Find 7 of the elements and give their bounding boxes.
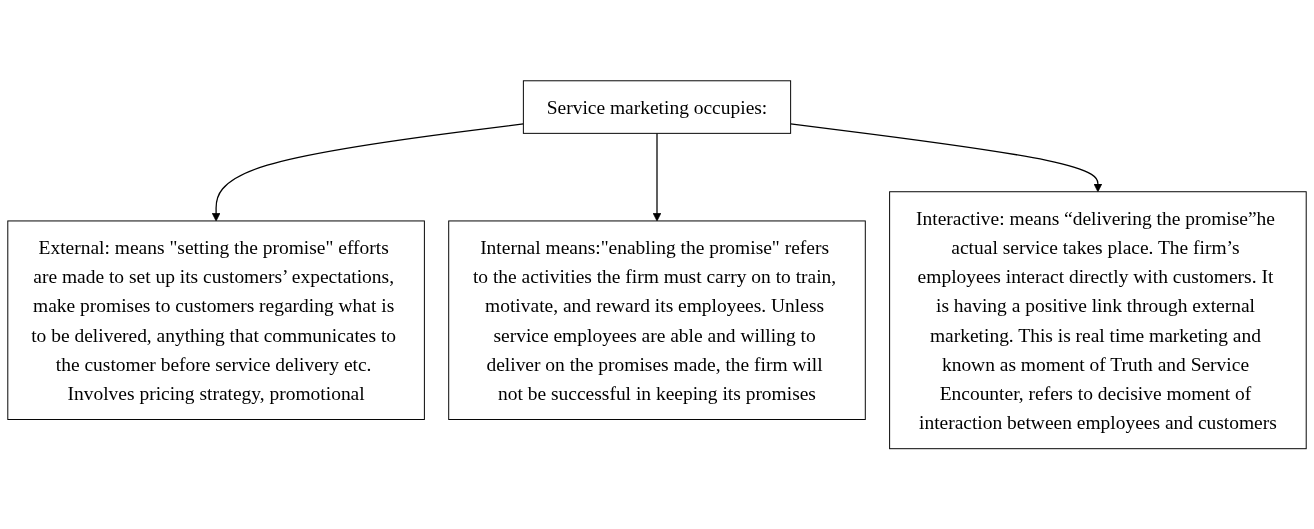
node-box: Interactive: means “delivering the promise”he actual service takes place. The firm’s employees interact directly with customers. It is having a positive link through external marketing. This is real time marketing and known as moment of Truth and Service Encounter, refers to decisive moment of interaction between employees and customers (889, 191, 1307, 449)
node-box: Service marketing occupies: (522, 80, 792, 134)
arrow (211, 123, 524, 222)
arrow (790, 123, 1103, 192)
arrow (652, 132, 662, 222)
node-box: Internal means:"enabling the promise" refers to the activities the firm must carry on to train, motivate, and reward its employees. Unless service employees are able and willing to deliver on the promises made, the firm will not be successful in keeping its promises (448, 220, 866, 420)
node-box: External: means "setting the promise" efforts are made to set up its customers’ expectations, make promises to customers regarding what is to be delivered, anything that communicates to the customer before service delivery etc. Involves pricing strategy, promotional (7, 220, 425, 420)
